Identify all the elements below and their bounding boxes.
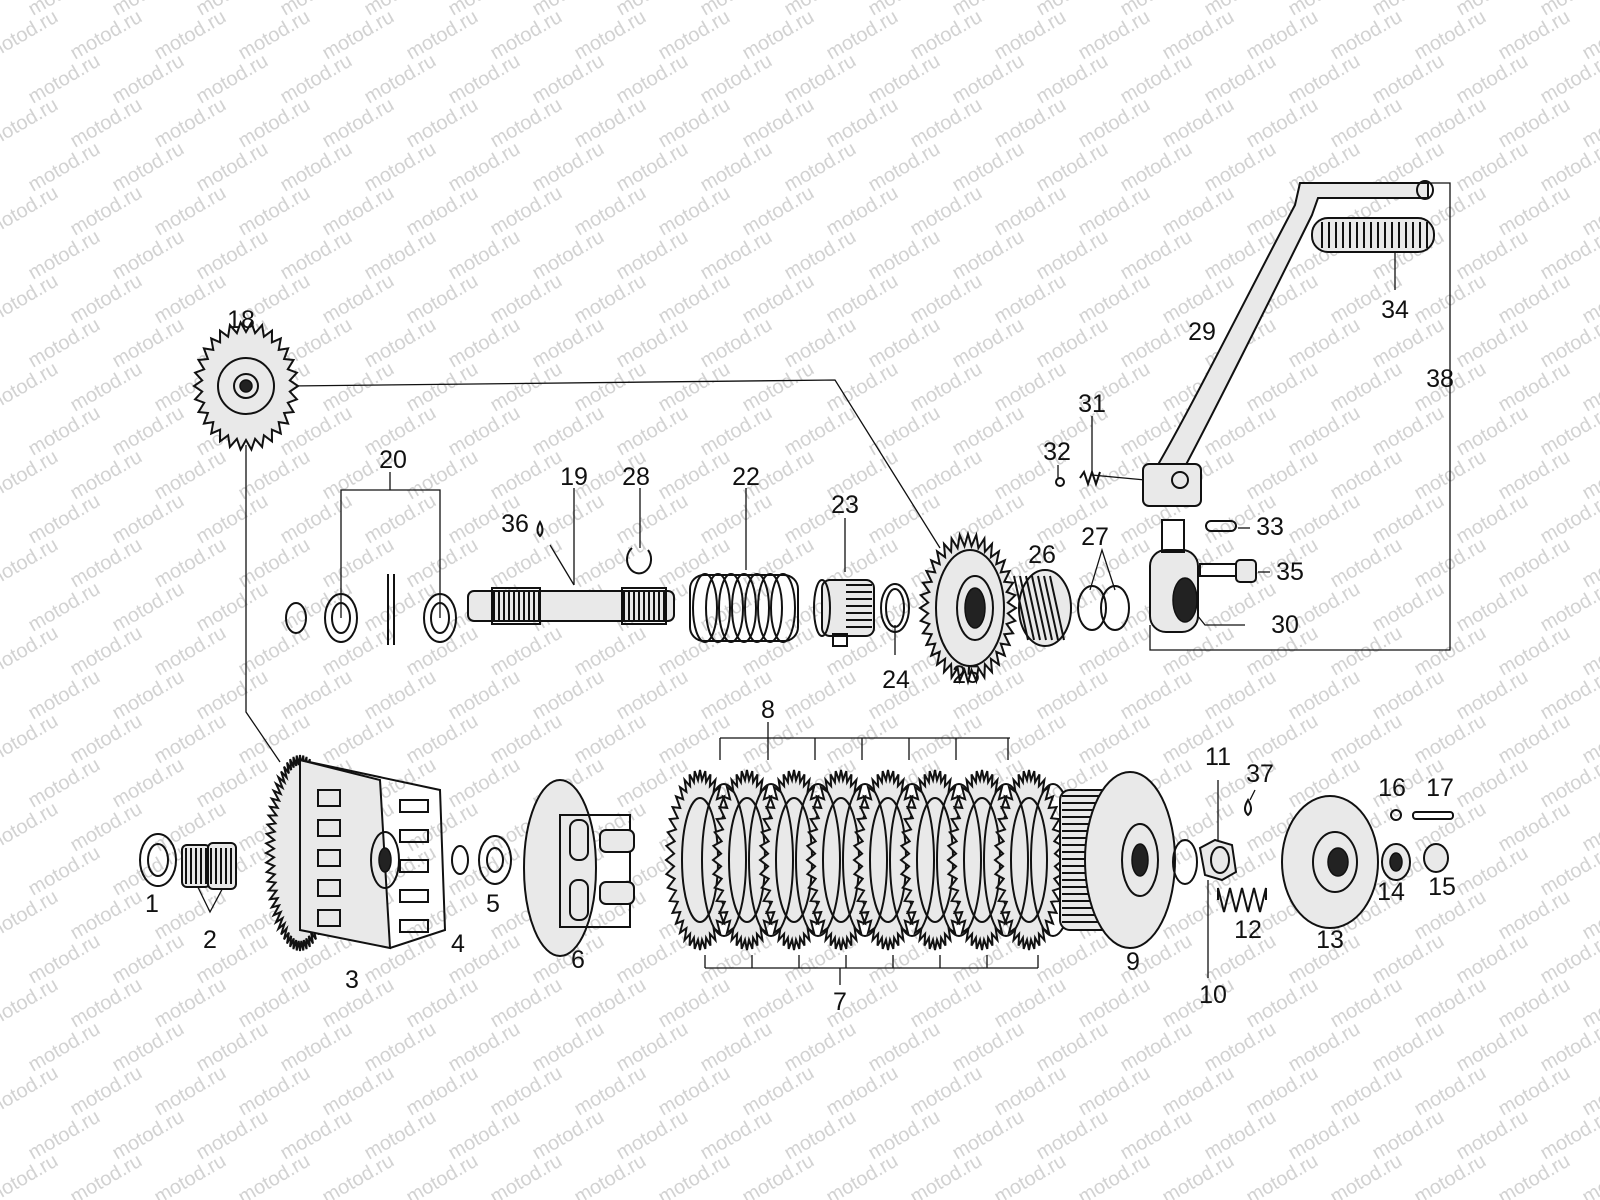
callout-23: 23: [831, 491, 859, 519]
part-4-o-ring: [451, 845, 469, 875]
part-2-needle-bearings: [181, 842, 237, 890]
callout-34: 34: [1381, 296, 1409, 324]
part-34-footpeg-rubber: [1311, 217, 1435, 253]
callout-29: 29: [1188, 318, 1216, 346]
steel-plate: [936, 783, 982, 937]
part-23-ratchet: [813, 579, 875, 647]
callout-27: 27: [1081, 523, 1109, 551]
part-19-kickstart-shaft: [467, 587, 675, 625]
callout-15: 15: [1428, 873, 1456, 901]
part-30-lever-clamp: [1149, 519, 1199, 633]
part-12-spring: [1217, 887, 1267, 913]
callout-18: 18: [227, 306, 255, 334]
part-25-idler-gear: [918, 530, 1018, 686]
callout-19: 19: [560, 463, 588, 491]
callout-13: 13: [1316, 926, 1344, 954]
callout-24: 24: [882, 666, 910, 694]
callout-7: 7: [833, 988, 847, 1016]
callout-37: 37: [1246, 760, 1274, 788]
steel-plate: [983, 783, 1029, 937]
part-17-pushrod: [1412, 811, 1454, 820]
callout-26: 26: [1028, 541, 1056, 569]
callout-4: 4: [451, 930, 465, 958]
steel-plate: [748, 783, 794, 937]
part-36-oil-drop: [536, 519, 544, 538]
callout-28: 28: [622, 463, 650, 491]
part-37-lock-drop: [1244, 798, 1252, 817]
callout-31: 31: [1078, 390, 1106, 418]
part-5-washer: [478, 835, 512, 885]
part-16-ball: [1390, 809, 1402, 821]
steel-plate: [701, 783, 747, 937]
part-15-pushrod-cap: [1423, 843, 1449, 873]
callout-16: 16: [1378, 774, 1406, 802]
callout-5: 5: [486, 890, 500, 918]
part-14-bearing: [1381, 843, 1411, 881]
friction-plate: [664, 769, 736, 951]
part-18-kick-gear: [192, 319, 300, 453]
steel-plate: [889, 783, 935, 937]
callout-38: 38: [1426, 365, 1454, 393]
steel-plate: [795, 783, 841, 937]
friction-plate-bore: [1010, 797, 1048, 923]
part-9-inner-hub: [1059, 771, 1176, 949]
callout-20: 20: [379, 446, 407, 474]
callout-11: 11: [1205, 743, 1231, 771]
part-11-nut: [1198, 838, 1238, 882]
callout-36: 36: [501, 510, 529, 538]
part-10-washer: [1172, 839, 1198, 885]
callout-32: 32: [1043, 438, 1071, 466]
part-1-thrust-washer: [139, 833, 177, 887]
part-22-spring: [689, 573, 799, 643]
callout-9: 9: [1126, 948, 1140, 976]
callout-1: 1: [145, 890, 159, 918]
callout-22: 22: [732, 463, 760, 491]
part-28-circlip: [626, 547, 653, 575]
callout-6: 6: [571, 946, 585, 974]
callout-33: 33: [1256, 513, 1284, 541]
part-20-circlip-washers: [285, 574, 457, 645]
part-33-pin: [1205, 520, 1237, 532]
part-6-clutch-hub: [523, 779, 635, 957]
callout-17: 17: [1426, 774, 1454, 802]
part-7-8-clutch-plates: [664, 769, 1076, 951]
part-29-kick-lever: [1142, 180, 1434, 507]
callout-3: 3: [345, 966, 359, 994]
part-35-bolt: [1199, 559, 1257, 583]
part-32-ball: [1055, 477, 1065, 487]
callout-25: 25: [952, 661, 980, 689]
part-31-spring: [1079, 468, 1101, 488]
callout-30: 30: [1271, 611, 1299, 639]
part-24-ring: [880, 583, 910, 633]
steel-plate: [842, 783, 888, 937]
callout-35: 35: [1276, 558, 1304, 586]
part-3-clutch-basket: [263, 754, 447, 952]
callout-8: 8: [761, 696, 775, 724]
callout-labels: 1 2 3 4 5 6 7 8 9 10 11 12 13 14 15 16 1…: [145, 296, 1456, 1016]
callout-2: 2: [203, 926, 217, 954]
part-26-helical-gear: [1013, 569, 1072, 647]
part-27-washers: [1077, 585, 1130, 631]
part-13-pressure-plate: [1281, 795, 1379, 929]
callout-14: 14: [1377, 878, 1405, 906]
callout-10: 10: [1199, 981, 1227, 1009]
callout-12: 12: [1234, 916, 1262, 944]
